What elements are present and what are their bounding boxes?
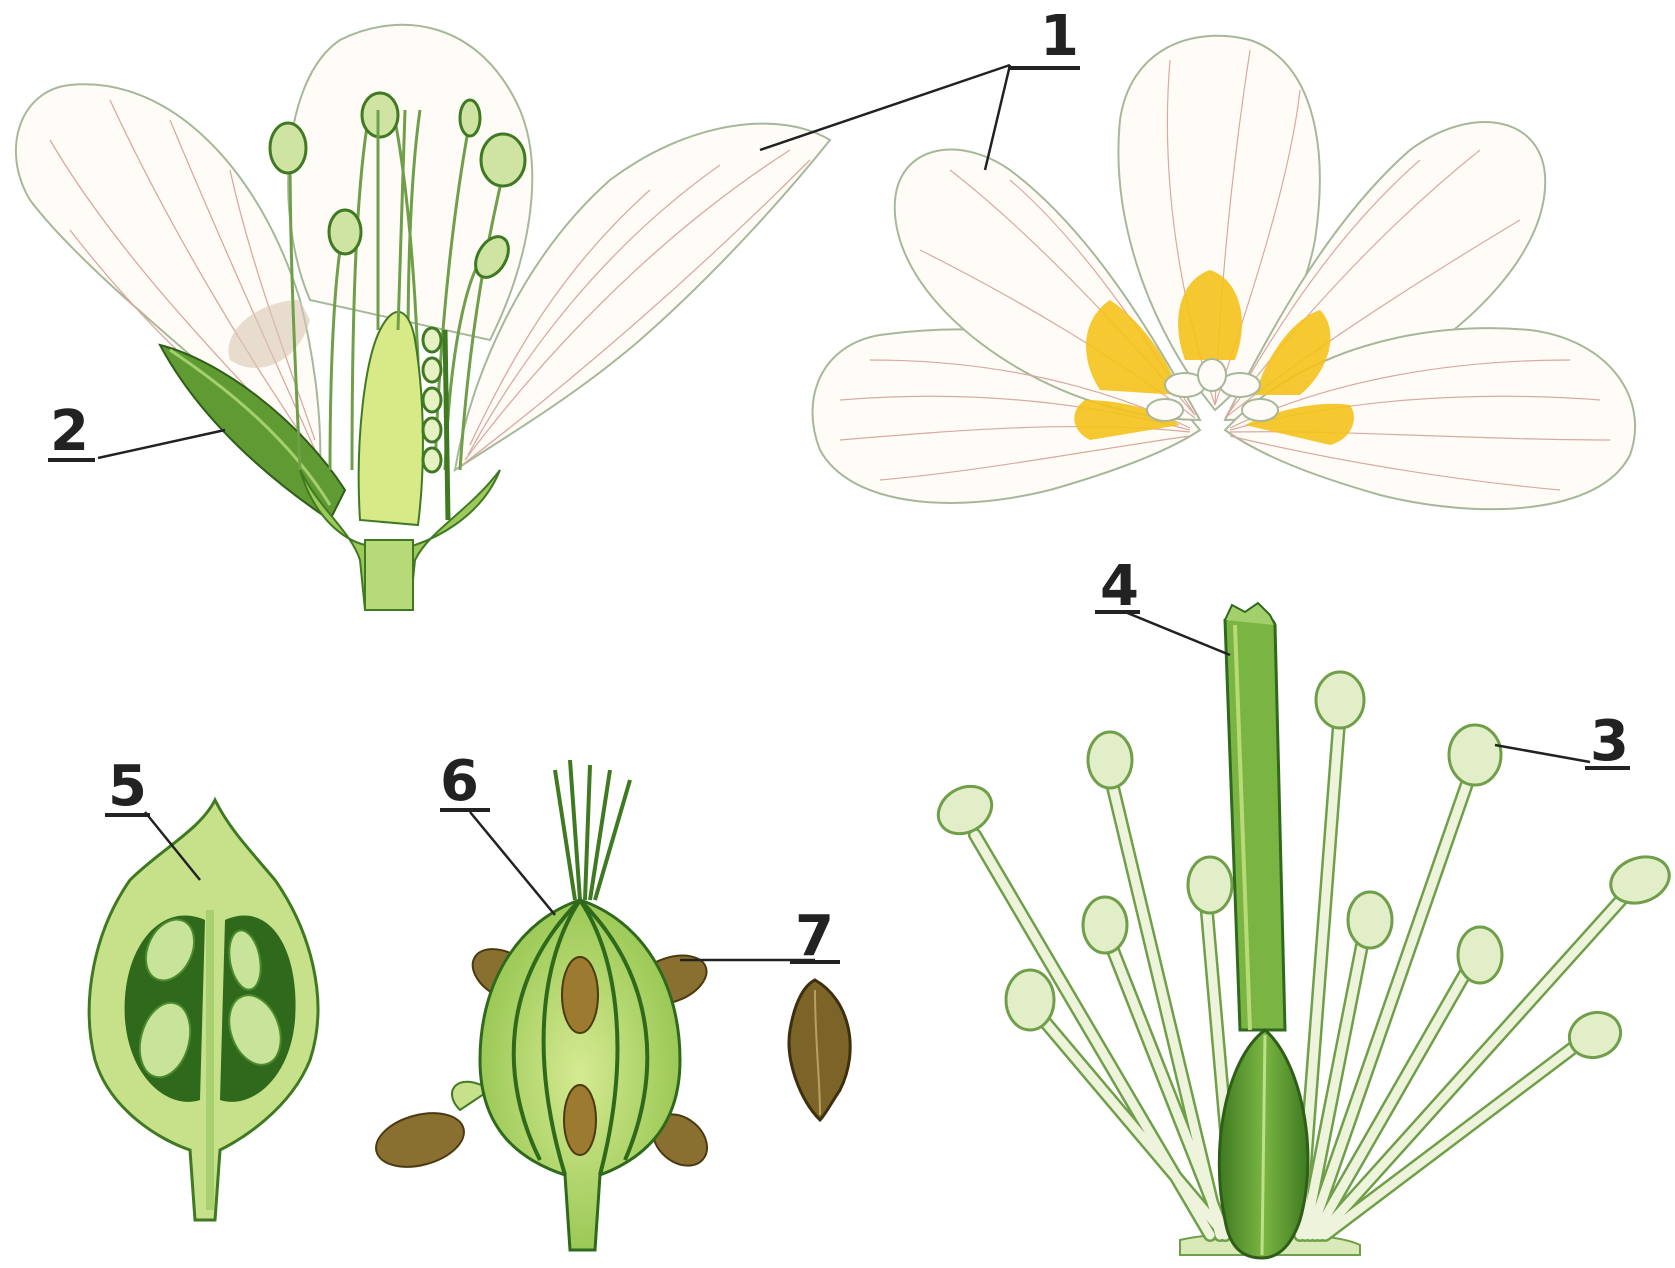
- label-4: 4: [1100, 554, 1139, 619]
- label-1: 1: [1040, 4, 1079, 69]
- ovary-cross-section: [89, 800, 318, 1220]
- stamens-and-pistil: [930, 603, 1675, 1258]
- label-6: 6: [440, 749, 479, 814]
- label-7: 7: [795, 904, 834, 969]
- flower-section: [16, 25, 830, 610]
- label-3: 3: [1590, 709, 1629, 774]
- flower-front-view: [813, 36, 1636, 509]
- label-2: 2: [50, 399, 89, 464]
- seed: [789, 980, 850, 1120]
- pistil-section: [359, 312, 423, 525]
- label-5: 5: [108, 754, 147, 819]
- fruit-capsule: [370, 760, 717, 1250]
